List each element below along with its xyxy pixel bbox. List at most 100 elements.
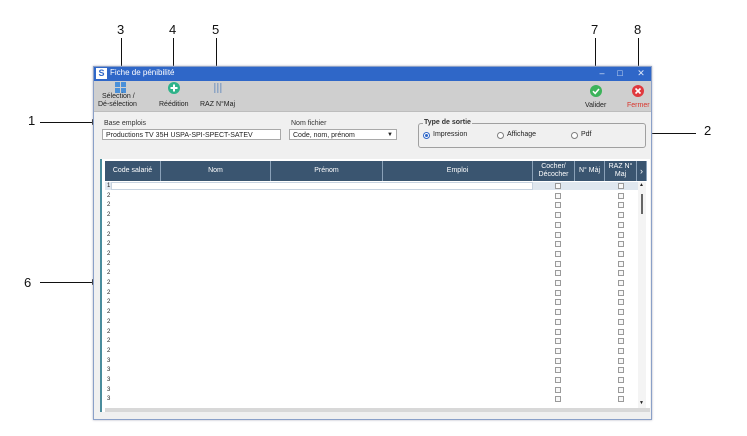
row-raz-checkbox[interactable] xyxy=(618,377,624,383)
row-cocher-checkbox[interactable] xyxy=(555,212,561,219)
row-raz-checkbox[interactable] xyxy=(618,231,624,238)
row-cocher-checkbox[interactable] xyxy=(555,221,561,228)
table-row[interactable]: 2 xyxy=(105,269,645,277)
row-cocher-checkbox[interactable] xyxy=(555,231,561,238)
row-cocher-checkbox[interactable] xyxy=(555,328,561,335)
table-row[interactable]: 2 xyxy=(105,260,645,268)
fermer-label: Fermer xyxy=(627,102,650,109)
row-cocher-checkbox[interactable] xyxy=(555,270,561,277)
table-row[interactable]: 3 xyxy=(105,376,645,384)
table-row[interactable]: 2 xyxy=(105,318,645,326)
row-raz-checkbox[interactable] xyxy=(618,260,624,267)
col-num-maj[interactable]: N° Màj xyxy=(575,161,605,181)
nom-fichier-select[interactable]: Code, nom, prénom ▼ xyxy=(289,129,397,140)
table-row[interactable]: 2 xyxy=(105,308,645,316)
close-window-button[interactable]: ✕ xyxy=(637,68,645,78)
table-row[interactable]: 2 xyxy=(105,347,645,355)
row-cocher-checkbox[interactable] xyxy=(555,260,561,267)
affichage-radio[interactable] xyxy=(497,132,504,139)
selection-button[interactable]: Sélection / Dé-sélection xyxy=(96,81,146,111)
row-raz-checkbox[interactable] xyxy=(618,309,624,316)
row-raz-checkbox[interactable] xyxy=(618,250,624,257)
table-row[interactable]: 1 xyxy=(105,182,645,190)
table-row[interactable]: 2 xyxy=(105,328,645,336)
minimize-button[interactable]: – xyxy=(599,68,605,78)
table-row[interactable]: 2 xyxy=(105,250,645,258)
row-raz-checkbox[interactable] xyxy=(618,396,624,403)
row-raz-checkbox[interactable] xyxy=(618,338,624,345)
table-row[interactable]: 2 xyxy=(105,279,645,287)
col-nom[interactable]: Nom xyxy=(161,161,271,181)
scroll-right-icon[interactable]: › xyxy=(637,161,647,181)
row-raz-checkbox[interactable] xyxy=(618,289,624,296)
row-cocher-checkbox[interactable] xyxy=(555,299,561,306)
row-raz-checkbox[interactable] xyxy=(618,221,624,228)
table-row[interactable]: 3 xyxy=(105,357,645,365)
row-cocher-checkbox[interactable] xyxy=(555,280,561,286)
row-cocher-checkbox[interactable] xyxy=(555,347,561,354)
table-row[interactable]: 2 xyxy=(105,201,645,209)
scroll-thumb[interactable] xyxy=(641,194,643,214)
row-raz-checkbox[interactable] xyxy=(618,241,624,248)
row-code-salarie: 2 xyxy=(107,202,111,209)
horizontal-scrollbar[interactable] xyxy=(105,408,650,412)
scroll-up-icon[interactable]: ▲ xyxy=(639,182,644,188)
table-row[interactable]: 2 xyxy=(105,231,645,239)
row-raz-checkbox[interactable] xyxy=(618,318,624,325)
row-raz-checkbox[interactable] xyxy=(618,367,624,374)
row-raz-checkbox[interactable] xyxy=(618,192,624,199)
row-raz-checkbox[interactable] xyxy=(618,299,624,306)
base-emplois-field[interactable]: Productions TV 35H USPA-SPI-SPECT-SATEV xyxy=(102,129,281,140)
row-raz-checkbox[interactable] xyxy=(618,357,624,364)
col-emploi[interactable]: Emploi xyxy=(383,161,533,181)
row-raz-checkbox[interactable] xyxy=(618,202,624,209)
row-cocher-checkbox[interactable] xyxy=(555,357,561,364)
table-row[interactable]: 2 xyxy=(105,192,645,200)
table-row[interactable]: 2 xyxy=(105,240,645,248)
type-sortie-group: Type de sortie Impression Affichage Pdf xyxy=(418,119,646,148)
maximize-button[interactable]: □ xyxy=(617,68,623,78)
toolbar: Sélection / Dé-sélection Réédition RAZ N… xyxy=(94,81,651,112)
row-cocher-checkbox[interactable] xyxy=(555,396,561,403)
pdf-radio[interactable] xyxy=(571,132,578,139)
table-row[interactable]: 2 xyxy=(105,221,645,229)
table-row[interactable]: 3 xyxy=(105,366,645,374)
reedition-button[interactable]: Réédition xyxy=(156,81,192,111)
col-cocher[interactable]: Cocher/ Décocher xyxy=(533,161,575,181)
row-raz-checkbox[interactable] xyxy=(618,328,624,335)
impression-radio[interactable] xyxy=(423,132,430,139)
table-row[interactable]: 3 xyxy=(105,386,645,394)
row-cocher-checkbox[interactable] xyxy=(555,367,561,374)
scroll-down-icon[interactable]: ▼ xyxy=(639,400,644,406)
row-cocher-checkbox[interactable] xyxy=(555,202,561,209)
row-cocher-checkbox[interactable] xyxy=(555,183,561,189)
row-raz-checkbox[interactable] xyxy=(618,280,624,286)
row-raz-checkbox[interactable] xyxy=(618,347,624,354)
row-cocher-checkbox[interactable] xyxy=(555,241,561,248)
row-raz-checkbox[interactable] xyxy=(618,212,624,219)
row-cocher-checkbox[interactable] xyxy=(555,338,561,345)
row-raz-checkbox[interactable] xyxy=(618,270,624,277)
reedition-label: Réédition xyxy=(159,101,189,108)
col-code-salarie[interactable]: Code salarié xyxy=(105,161,161,181)
row-raz-checkbox[interactable] xyxy=(618,386,624,393)
table-row[interactable]: 3 xyxy=(105,395,645,403)
row-cocher-checkbox[interactable] xyxy=(555,250,561,257)
table-row[interactable]: 2 xyxy=(105,289,645,297)
raz-maj-button[interactable]: RAZ N°Maj xyxy=(198,81,238,111)
row-raz-checkbox[interactable] xyxy=(618,183,624,189)
row-cocher-checkbox[interactable] xyxy=(555,289,561,296)
row-cocher-checkbox[interactable] xyxy=(555,309,561,316)
col-prenom[interactable]: Prénom xyxy=(271,161,383,181)
row-cocher-checkbox[interactable] xyxy=(555,192,561,199)
fermer-button[interactable]: Fermer xyxy=(624,81,652,111)
row-cocher-checkbox[interactable] xyxy=(555,377,561,383)
valider-button[interactable]: Valider xyxy=(582,81,610,111)
col-raz-maj[interactable]: RAZ N° Maj xyxy=(605,161,637,181)
table-row[interactable]: 2 xyxy=(105,211,645,219)
row-cocher-checkbox[interactable] xyxy=(555,318,561,325)
table-row[interactable]: 2 xyxy=(105,298,645,306)
row-cocher-checkbox[interactable] xyxy=(555,386,561,393)
table-row[interactable]: 2 xyxy=(105,337,645,345)
vertical-scrollbar[interactable]: ▲ ▼ xyxy=(638,182,646,408)
